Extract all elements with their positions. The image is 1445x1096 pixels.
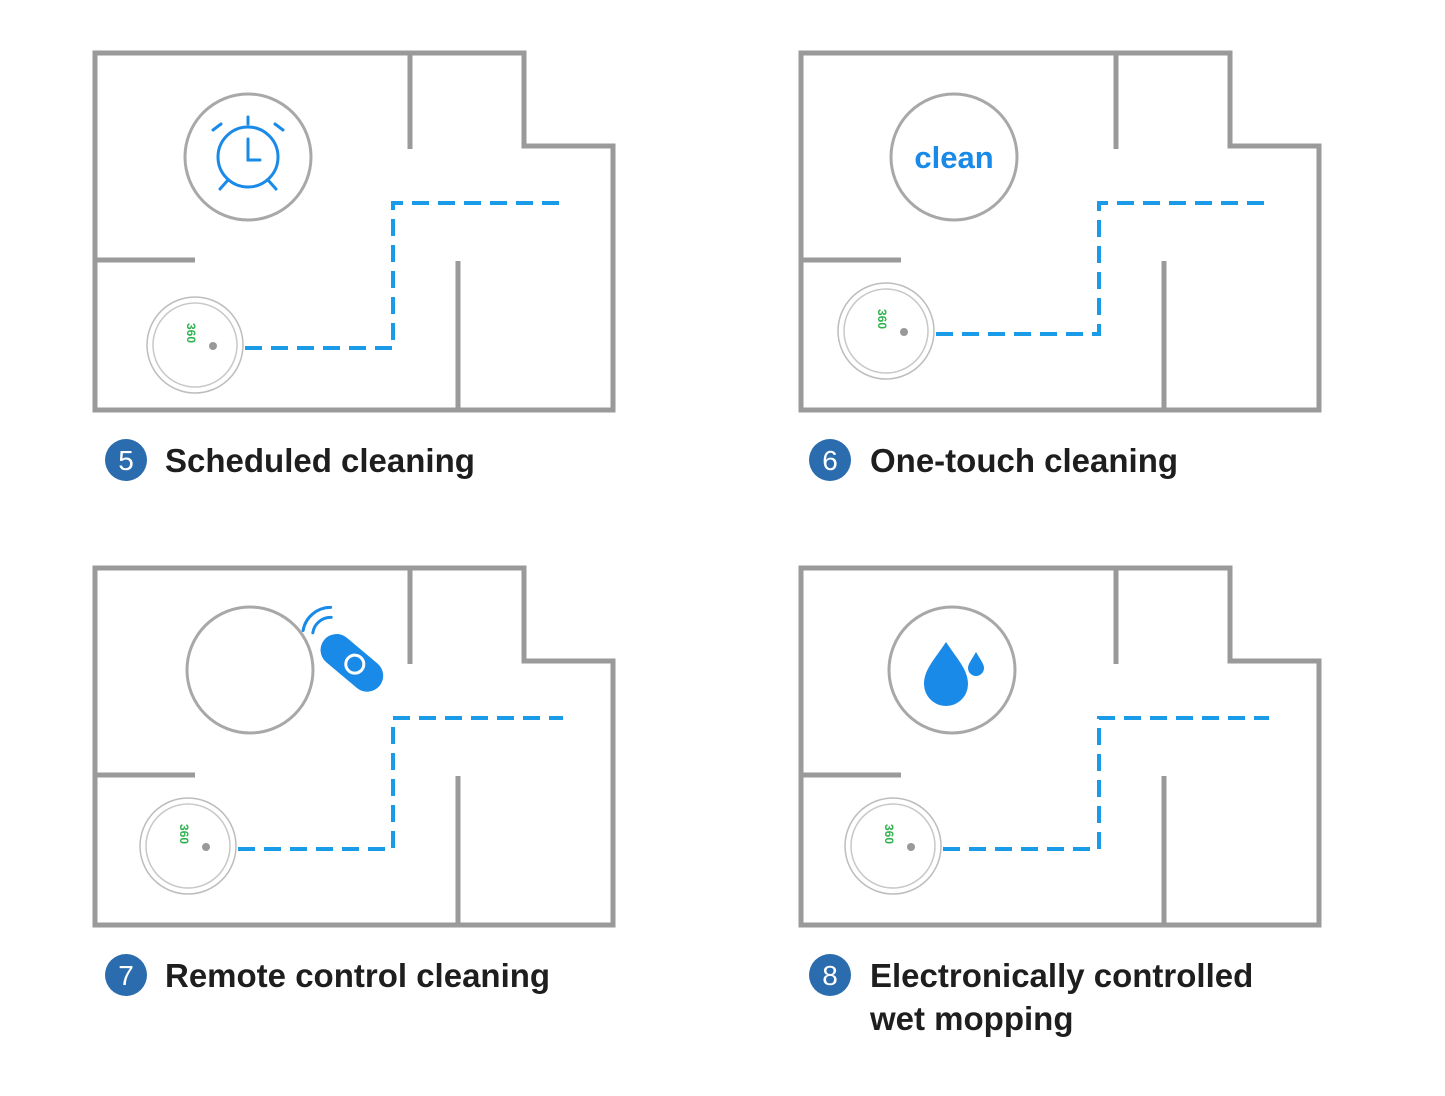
cleaning-path bbox=[936, 201, 1269, 336]
feature-icon-circle: clean bbox=[889, 92, 1019, 222]
feature-icon-circle bbox=[887, 605, 1017, 735]
floor-plan bbox=[798, 50, 1322, 413]
robot-logo: 360 bbox=[882, 824, 896, 844]
floor-plan bbox=[92, 565, 616, 928]
number-badge bbox=[809, 954, 851, 996]
feature-icon-circle bbox=[185, 605, 315, 735]
cleaning-path bbox=[238, 716, 563, 851]
feature-panel-7: 360 7 Remote control cleaning bbox=[92, 565, 616, 996]
feature-panel-5: 360 5 Scheduled cleaning bbox=[92, 50, 616, 481]
outer-wall bbox=[92, 565, 616, 928]
remote-control-icon bbox=[301, 605, 384, 692]
outer-wall bbox=[798, 50, 1322, 413]
feature-number: 7 bbox=[118, 960, 134, 991]
feature-caption: 7 Remote control cleaning bbox=[105, 954, 550, 996]
feature-number: 5 bbox=[118, 445, 134, 476]
feature-caption: 5 Scheduled cleaning bbox=[105, 439, 475, 481]
water-drops-icon bbox=[924, 642, 984, 706]
robot-logo: 360 bbox=[184, 323, 198, 343]
outer-wall bbox=[92, 50, 616, 413]
robot-vacuum-icon: 360 bbox=[146, 296, 244, 394]
robot-logo: 360 bbox=[177, 824, 191, 844]
floor-plan bbox=[92, 50, 616, 413]
feature-caption: 6 One-touch cleaning bbox=[809, 439, 1178, 481]
feature-title: One-touch cleaning bbox=[870, 442, 1178, 479]
number-badge bbox=[809, 439, 851, 481]
robot-vacuum-icon: 360 bbox=[139, 797, 237, 895]
clean-button-label: clean bbox=[914, 140, 993, 175]
number-badge bbox=[105, 439, 147, 481]
robot-logo: 360 bbox=[875, 309, 889, 329]
outer-wall bbox=[798, 565, 1322, 928]
cleaning-path bbox=[943, 716, 1269, 851]
feature-panel-8: 360 8 Electronically controlled wet mopping bbox=[798, 565, 1322, 1037]
feature-title: Scheduled cleaning bbox=[165, 442, 475, 479]
feature-caption: 8 Electronically controlled wet mopping bbox=[809, 954, 1253, 1037]
robot-vacuum-icon: 360 bbox=[844, 797, 942, 895]
feature-icon-circle bbox=[183, 92, 313, 222]
feature-title: Electronically controlled bbox=[870, 957, 1253, 994]
feature-title: Remote control cleaning bbox=[165, 957, 550, 994]
feature-panel-6: 360 clean 6 One-touch cleaning bbox=[798, 50, 1322, 481]
feature-number: 6 bbox=[822, 445, 838, 476]
number-badge bbox=[105, 954, 147, 996]
floor-plan bbox=[798, 565, 1322, 928]
feature-number: 8 bbox=[822, 960, 838, 991]
cleaning-path bbox=[245, 201, 563, 350]
robot-vacuum-icon: 360 bbox=[837, 282, 935, 380]
alarm-clock-icon bbox=[211, 115, 285, 191]
feature-title-line2: wet mopping bbox=[869, 1000, 1073, 1037]
